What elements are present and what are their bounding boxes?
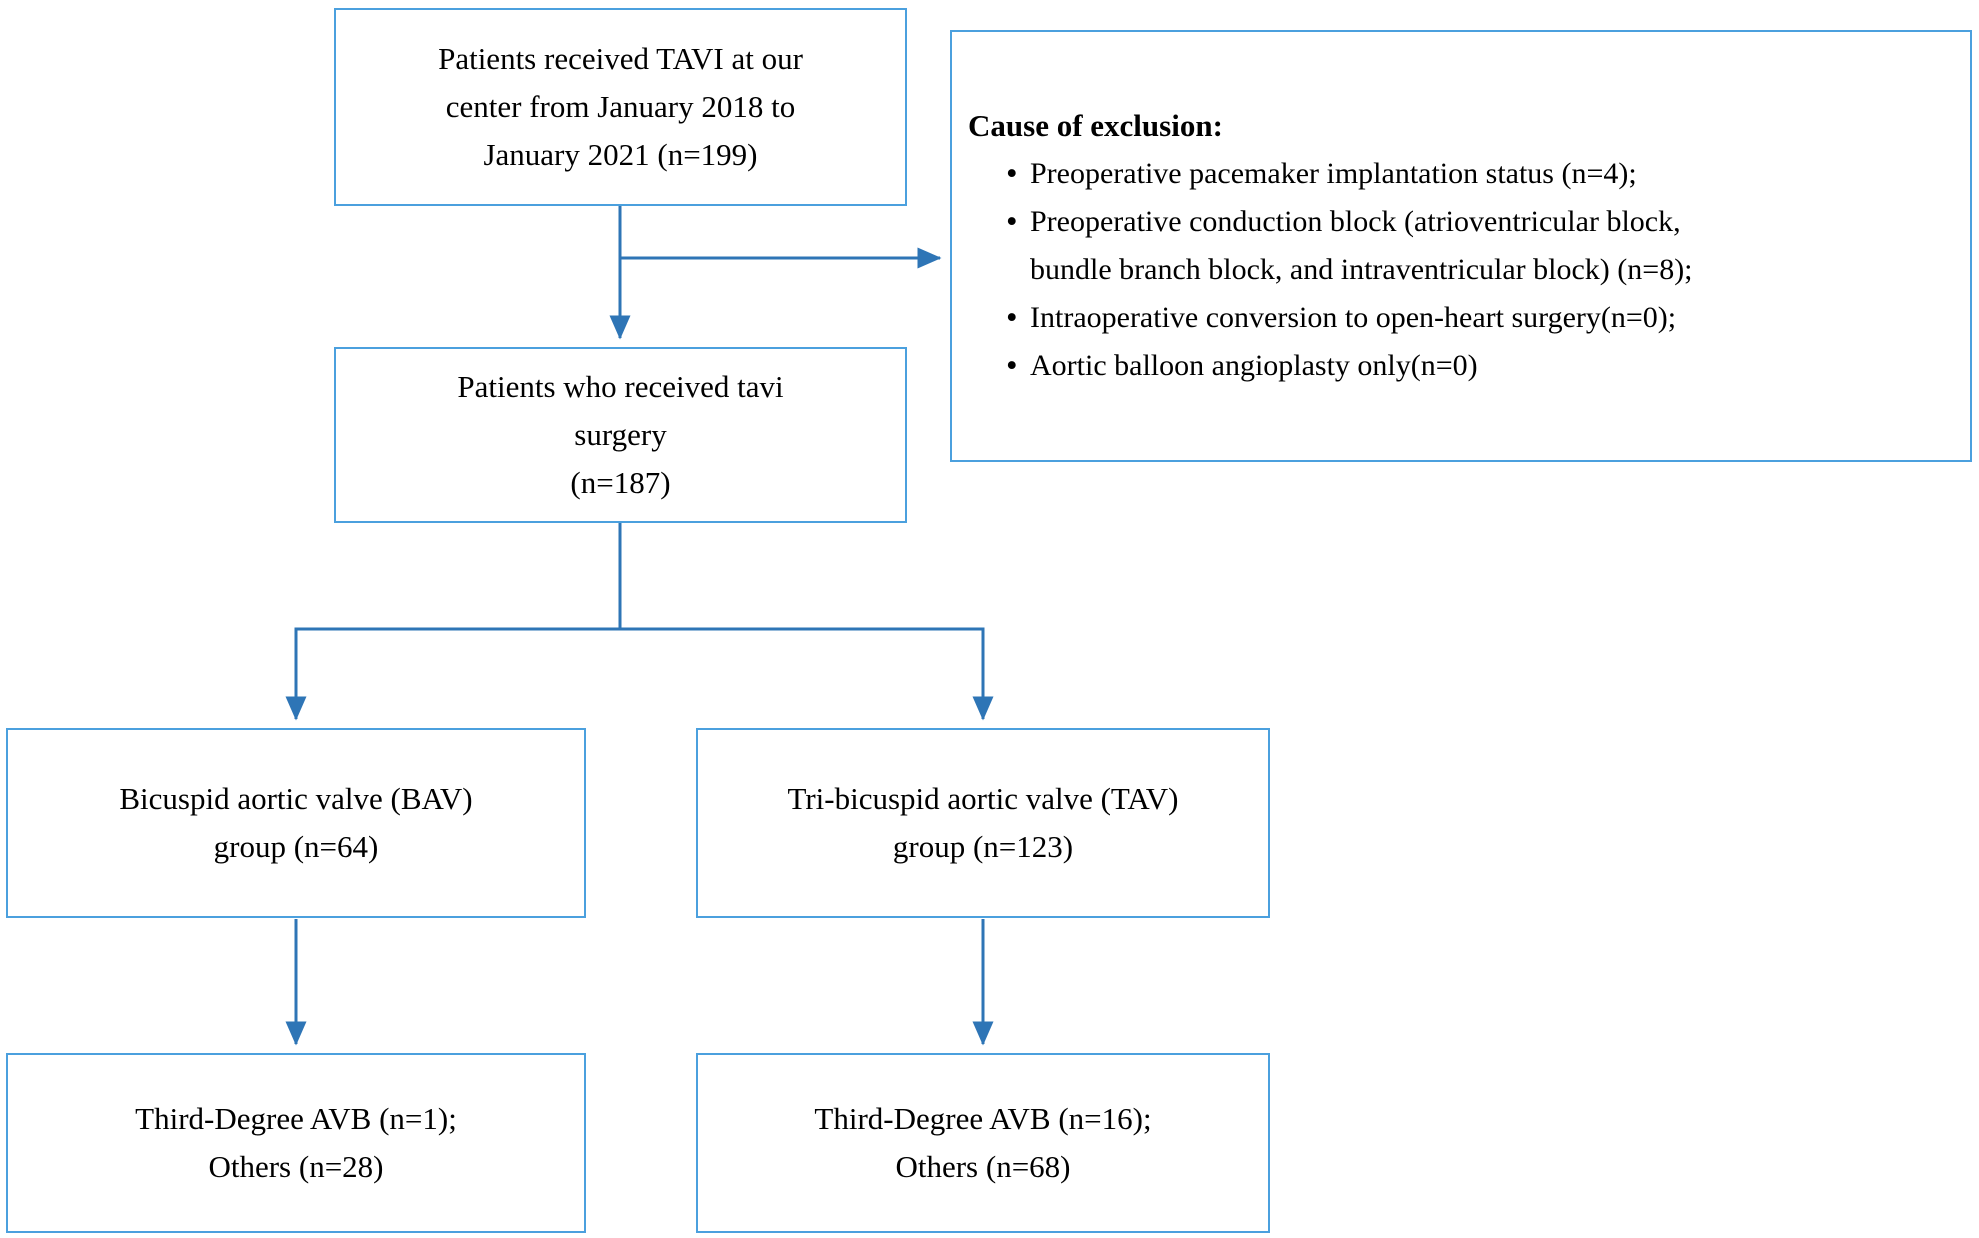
box-patients-received-tavi-text: Patients received TAVI at our center fro… (438, 41, 803, 172)
box-cause-of-exclusion: Cause of exclusion: • Preoperative pacem… (950, 30, 1972, 462)
box-bav-outcome-text: Third-Degree AVB (n=1); Others (n=28) (135, 1101, 457, 1184)
exclusion-item-text: Aortic balloon angioplasty only(n=0) (1030, 349, 1478, 382)
bullet-icon: • (1006, 300, 1018, 336)
box-tav-outcome-text: Third-Degree AVB (n=16); Others (n=68) (814, 1101, 1152, 1184)
bullet-icon: • (1006, 156, 1018, 192)
box-patients-received-tavi: Patients received TAVI at our center fro… (334, 8, 907, 206)
box-patients-received-surgery: Patients who received tavi surgery (n=18… (334, 347, 907, 523)
bullet-icon: • (1006, 348, 1018, 384)
box-bav-outcome: Third-Degree AVB (n=1); Others (n=28) (6, 1053, 586, 1233)
exclusion-item: • Aortic balloon angioplasty only(n=0) (1006, 342, 1693, 390)
box-tav-group-text: Tri-bicuspid aortic valve (TAV) group (n… (787, 781, 1179, 864)
exclusion-list: • Preoperative pacemaker implantation st… (968, 150, 1693, 390)
exclusion-item: • Intraoperative conversion to open-hear… (1006, 294, 1693, 342)
box-tav-group: Tri-bicuspid aortic valve (TAV) group (n… (696, 728, 1270, 918)
exclusion-item: • Preoperative conduction block (atriove… (1006, 198, 1693, 294)
box-tav-outcome: Third-Degree AVB (n=16); Others (n=68) (696, 1053, 1270, 1233)
exclusion-item-text: Preoperative conduction block (atriovent… (1030, 205, 1693, 286)
box-bav-group: Bicuspid aortic valve (BAV) group (n=64) (6, 728, 586, 918)
exclusion-item-text: Preoperative pacemaker implantation stat… (1030, 157, 1637, 190)
box-patients-received-surgery-text: Patients who received tavi surgery (n=18… (457, 369, 784, 500)
exclusion-item-text: Intraoperative conversion to open-heart … (1030, 301, 1677, 334)
box-bav-group-text: Bicuspid aortic valve (BAV) group (n=64) (119, 781, 473, 864)
exclusion-item: • Preoperative pacemaker implantation st… (1006, 150, 1693, 198)
bullet-icon: • (1006, 204, 1018, 240)
exclusion-title: Cause of exclusion: (968, 108, 1223, 143)
